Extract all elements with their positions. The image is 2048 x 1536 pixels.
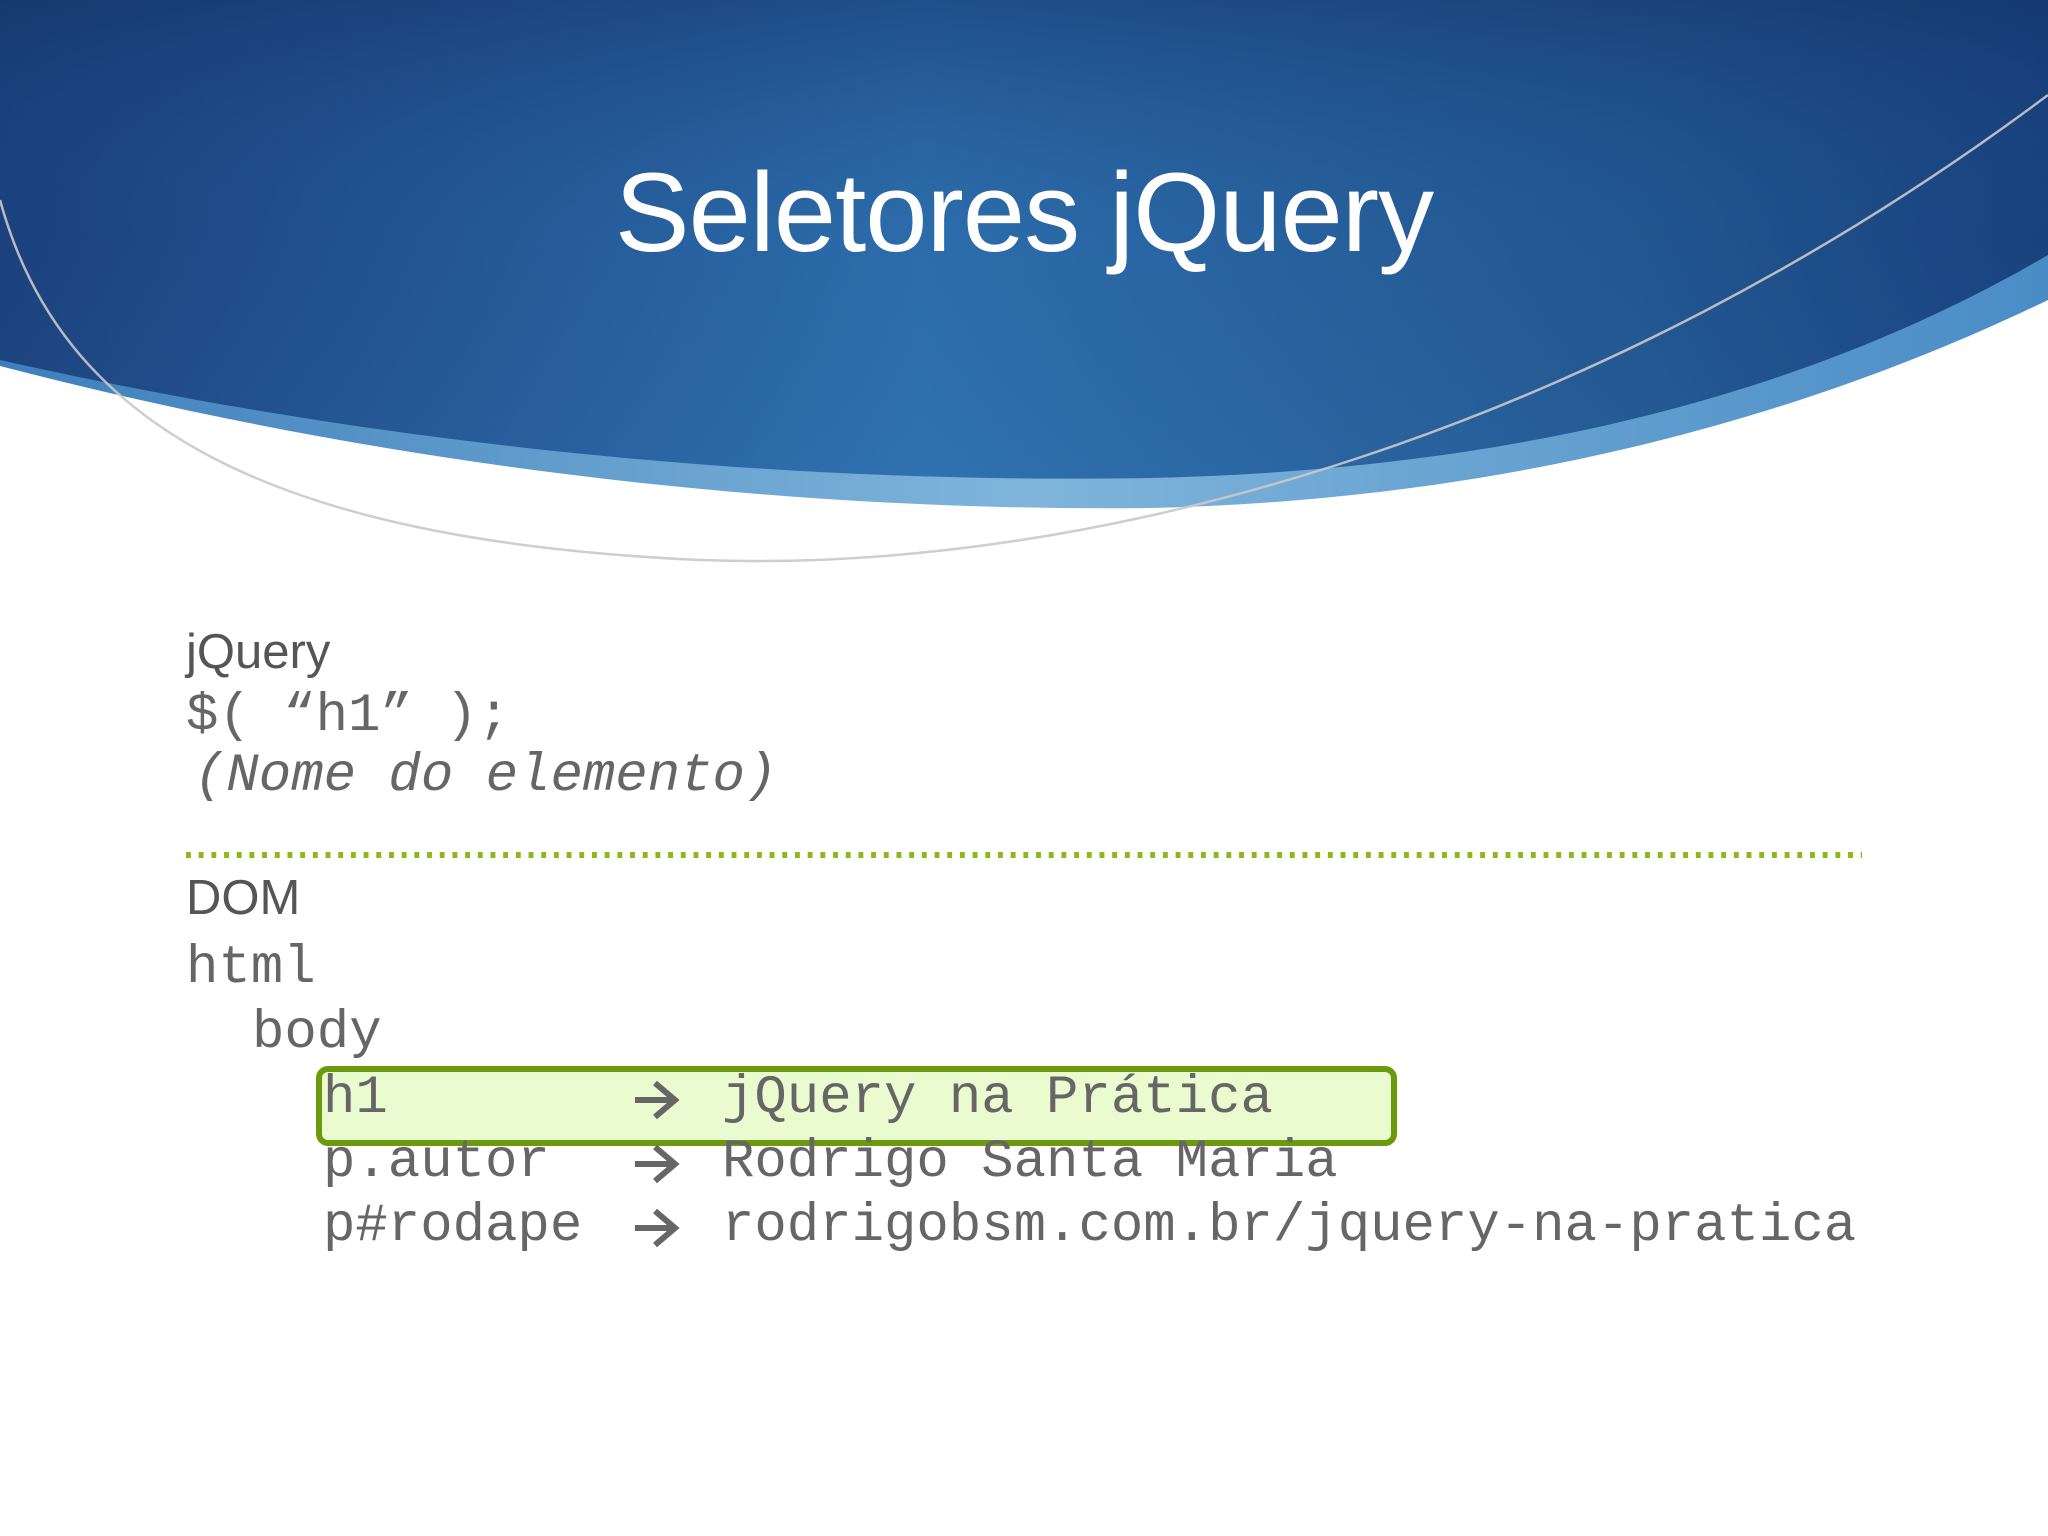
- selector-p-autor: p.autor: [323, 1132, 550, 1193]
- dom-section-label: DOM: [186, 871, 301, 925]
- arrow-right-icon: [635, 1208, 680, 1248]
- selector-p-rodape: p#rodape: [323, 1196, 583, 1257]
- jquery-section-label: jQuery: [186, 625, 331, 679]
- dom-node-html: html: [186, 938, 316, 999]
- dom-node-body: body: [252, 1003, 382, 1064]
- highlight-box: [316, 1066, 1397, 1146]
- selector-comment: (Nome do elemento): [194, 746, 778, 807]
- value-p-rodape: rodrigobsm.com.br/jquery-na-pratica: [722, 1196, 1857, 1257]
- selector-h1: h1: [323, 1068, 388, 1129]
- arrow-right-icon: [635, 1144, 680, 1184]
- slide-title: Seletores jQuery: [614, 150, 1434, 275]
- arrow-right-icon: [635, 1080, 680, 1120]
- dotted-divider: [186, 852, 1862, 858]
- jquery-selector-code: $( “h1” );: [186, 686, 511, 747]
- value-p-autor: Rodrigo Santa Maria: [722, 1132, 1338, 1193]
- value-h1: jQuery na Prática: [722, 1068, 1273, 1129]
